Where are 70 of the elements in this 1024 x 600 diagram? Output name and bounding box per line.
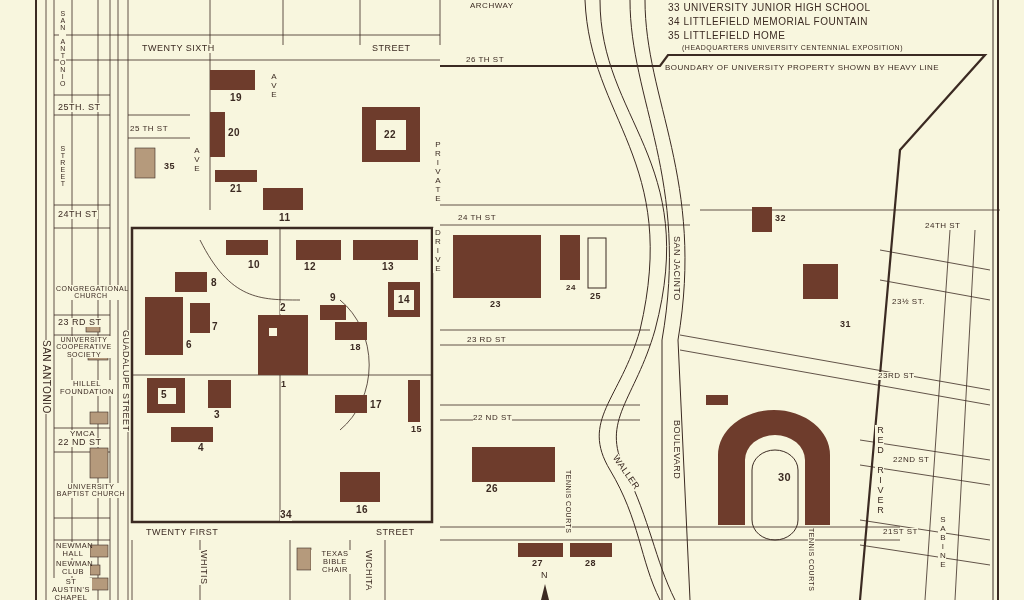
building-number: 11 bbox=[279, 213, 291, 224]
street-name: 23 RD ST bbox=[58, 318, 102, 328]
street-name: AVE bbox=[192, 146, 201, 173]
street-name: STREET bbox=[376, 528, 415, 538]
building-number: 18 bbox=[350, 343, 361, 353]
street-name: 26 TH ST bbox=[466, 56, 505, 65]
place-name: ARCHWAY bbox=[470, 2, 514, 11]
street-name: SAN JACINTO bbox=[672, 236, 682, 301]
legend-entry: 35 LITTLEFIELD HOME bbox=[668, 31, 786, 42]
street-name: 24TH ST bbox=[58, 210, 98, 220]
building-number: 4 bbox=[198, 443, 205, 454]
building-number: 25 bbox=[590, 292, 601, 302]
building-number: 35 bbox=[164, 162, 175, 172]
street-name: 23 RD ST bbox=[467, 336, 507, 345]
street-name: 25TH. ST bbox=[58, 103, 101, 113]
street-name: WHITIS bbox=[199, 550, 209, 585]
street-name: AVE bbox=[269, 72, 278, 99]
legend-entry: 34 LITTLEFIELD MEMORIAL FOUNTAIN bbox=[668, 17, 868, 28]
street-name: 24 TH ST bbox=[458, 214, 497, 223]
building-number: 3 bbox=[214, 410, 221, 421]
legend-entry: 33 UNIVERSITY JUNIOR HIGH SCHOOL bbox=[668, 3, 871, 14]
building-number: 6 bbox=[186, 340, 193, 351]
building-number: 8 bbox=[211, 278, 218, 289]
building-number: 14 bbox=[398, 295, 411, 306]
street-name: 22 ND ST bbox=[473, 414, 513, 423]
building-number: 16 bbox=[356, 505, 369, 516]
street-name: 23½ ST. bbox=[892, 298, 925, 307]
building-number: 7 bbox=[212, 322, 219, 333]
street-name: TWENTY FIRST bbox=[146, 528, 219, 538]
street-name: 24TH ST bbox=[925, 222, 961, 231]
street-name: TWENTY SIXTH bbox=[142, 44, 215, 54]
building-number: 5 bbox=[161, 390, 168, 401]
map-note: BOUNDARY OF UNIVERSITY PROPERTY SHOWN BY HEAVY LINE bbox=[665, 64, 940, 73]
street-name: 21ST ST bbox=[883, 528, 918, 537]
building-number: 26 bbox=[486, 484, 499, 495]
building-number: 12 bbox=[304, 262, 317, 273]
street-name: DRIVE bbox=[433, 228, 442, 273]
building-number: 27 bbox=[532, 559, 543, 569]
street-name: 25 TH ST bbox=[130, 125, 169, 134]
building-number: 34 bbox=[280, 510, 293, 521]
building-number: 20 bbox=[228, 128, 241, 139]
building-number: 22 bbox=[384, 130, 397, 141]
street-name: BOULEVARD bbox=[672, 420, 682, 480]
building-number: 17 bbox=[370, 400, 383, 411]
building-number: 23 bbox=[490, 300, 501, 310]
street-name: 22ND ST bbox=[893, 456, 930, 465]
street-name: WICHITA bbox=[364, 550, 374, 591]
street-name: SABINE bbox=[938, 515, 947, 569]
street-name: PRIVATE bbox=[433, 140, 442, 203]
building-number: 10 bbox=[248, 260, 261, 271]
building-number: 30 bbox=[778, 472, 792, 484]
building-number: 9 bbox=[330, 293, 337, 304]
street-name: 22 ND ST bbox=[58, 438, 102, 448]
building-number: 32 bbox=[775, 214, 786, 224]
street-name: STREET bbox=[372, 44, 411, 54]
building-number: 2 bbox=[280, 303, 287, 314]
street-name: 23RD ST bbox=[878, 372, 915, 381]
compass-letter: N bbox=[541, 571, 548, 581]
street-name: RED RIVER bbox=[875, 425, 885, 515]
building-number: 24 bbox=[566, 284, 576, 293]
street-name: GUADALUPE STREET bbox=[121, 330, 131, 432]
building-number: 21 bbox=[230, 184, 243, 195]
building-number: 28 bbox=[585, 559, 596, 569]
building-number: 31 bbox=[840, 320, 851, 330]
street-name: SAN ANTONIO bbox=[40, 340, 51, 414]
building-number: 13 bbox=[382, 262, 395, 273]
building-number: 19 bbox=[230, 93, 243, 104]
building-number: 1 bbox=[281, 380, 287, 390]
building-number: 15 bbox=[411, 425, 422, 435]
place-name: YMCA bbox=[70, 430, 96, 439]
